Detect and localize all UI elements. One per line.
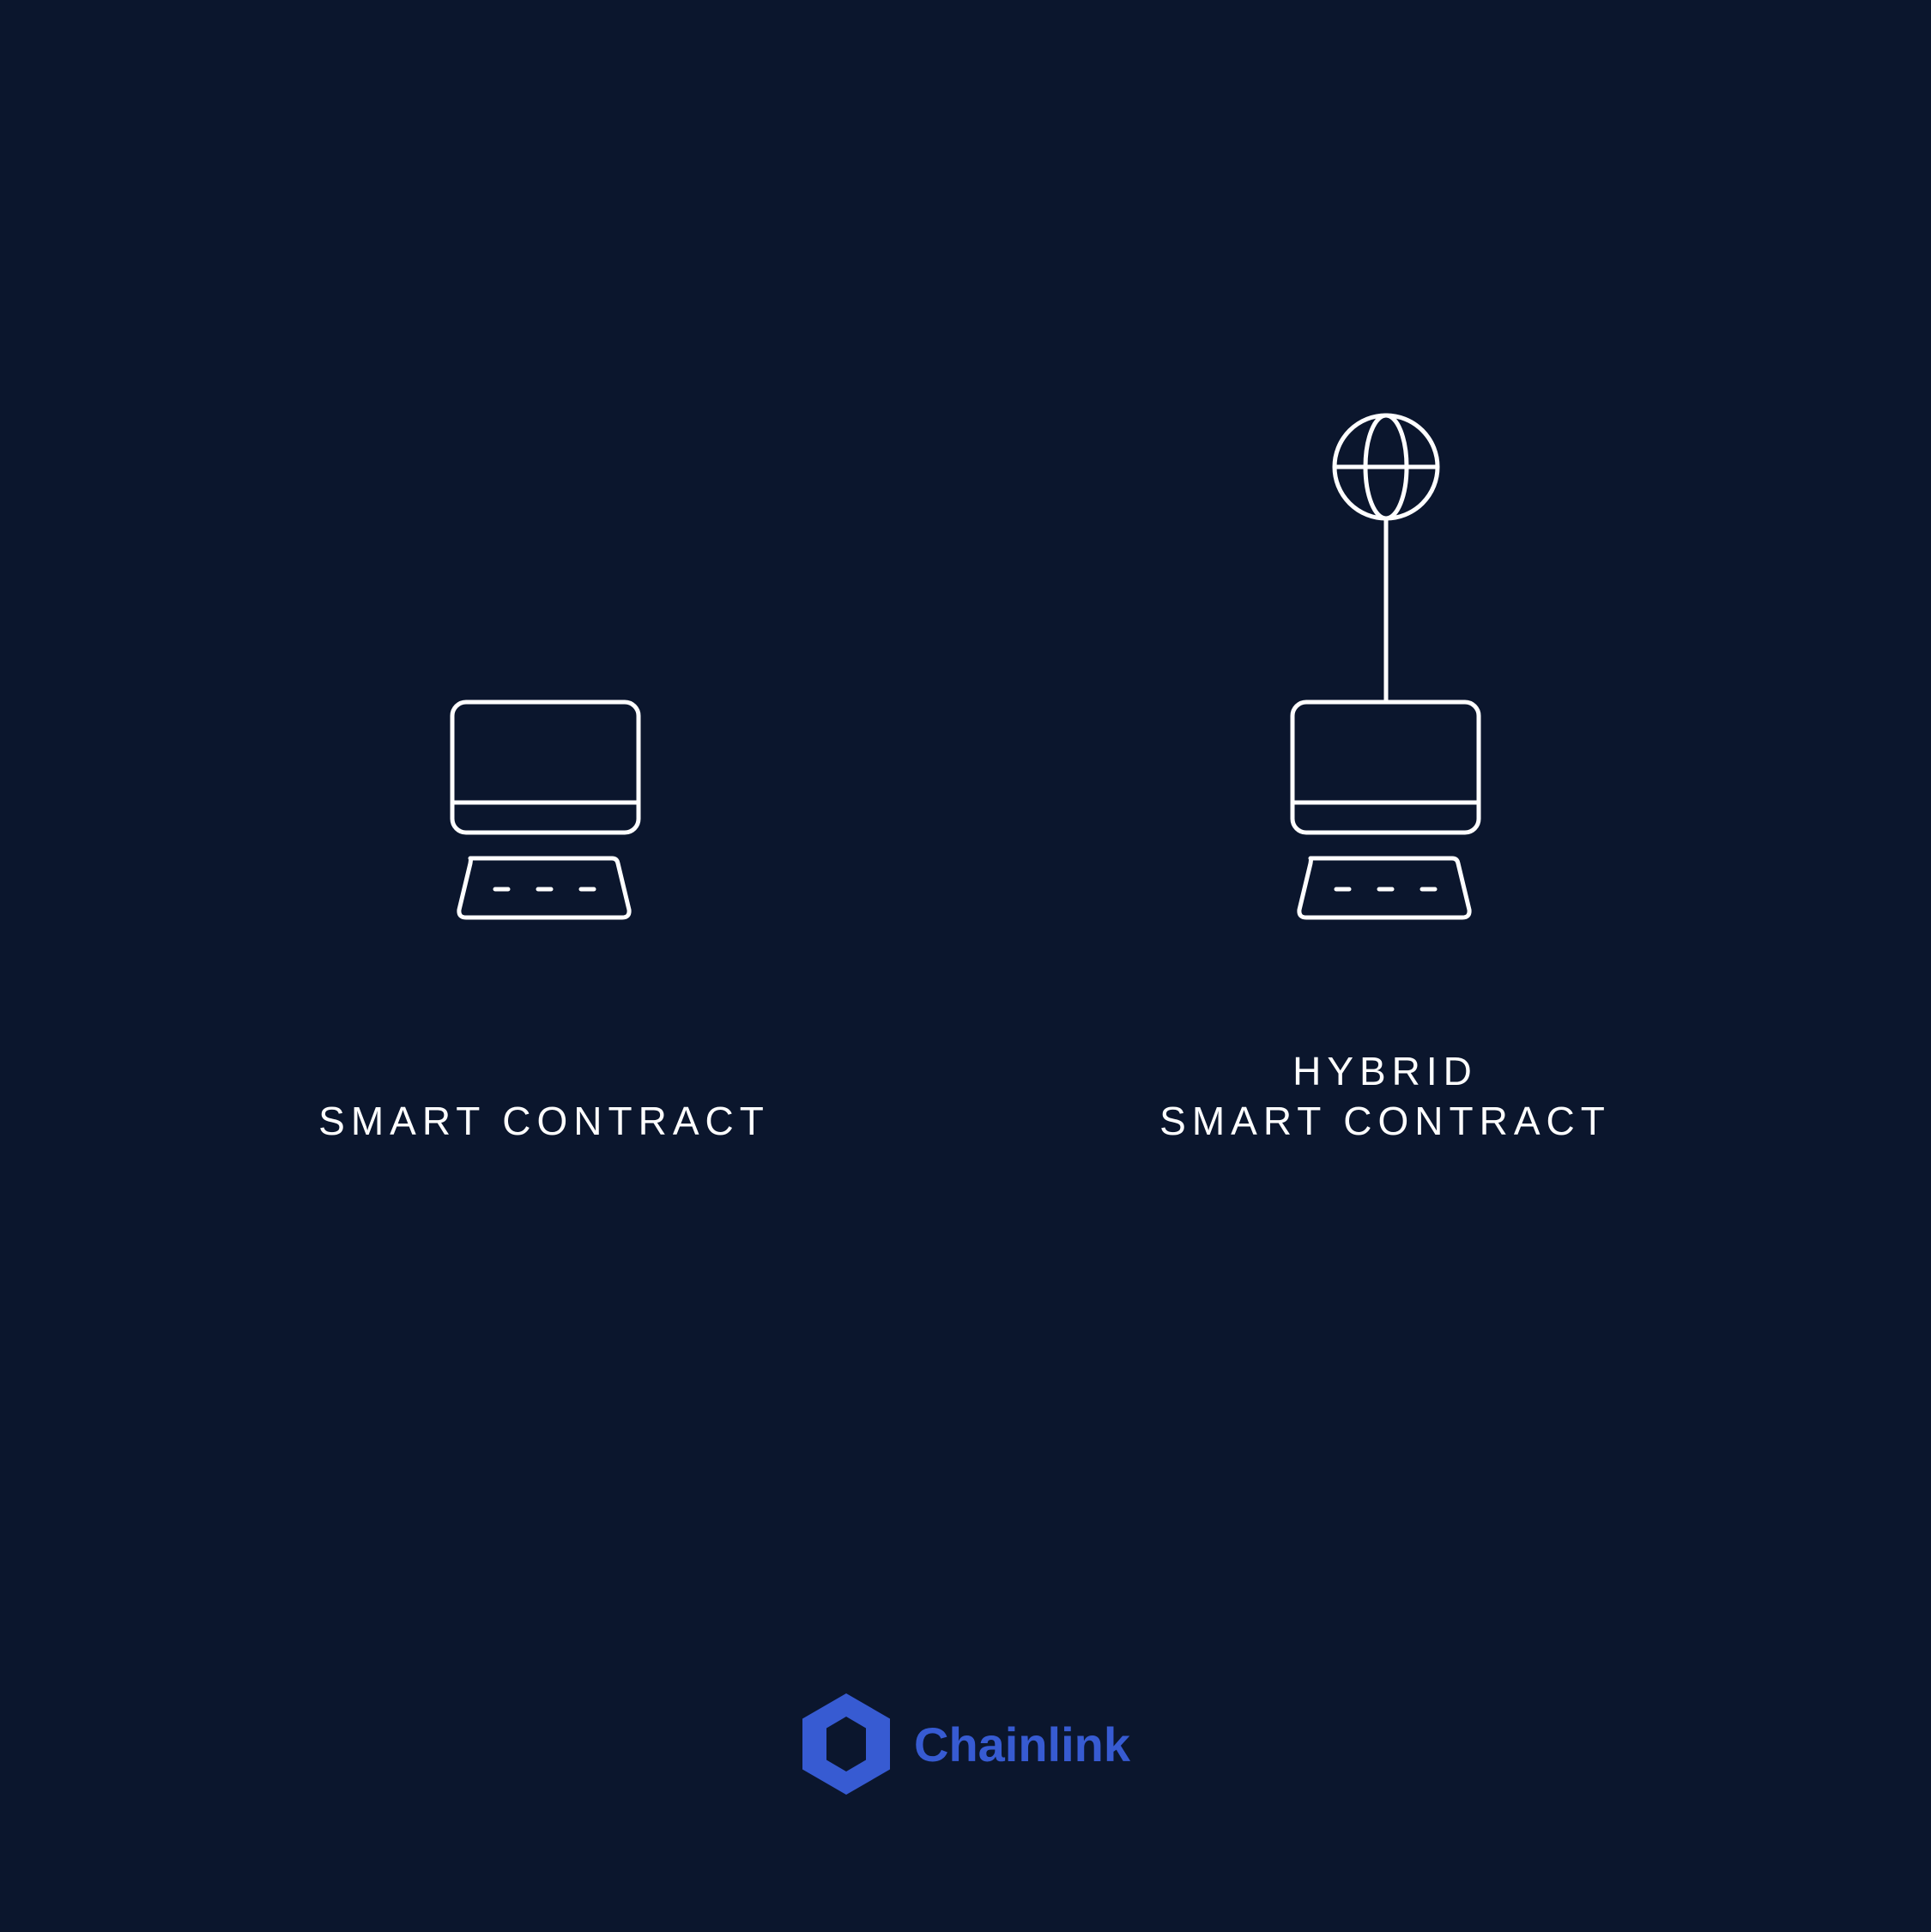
monitor-screen	[1290, 700, 1481, 835]
computer-icon	[1290, 700, 1481, 920]
globe-icon	[1332, 413, 1440, 521]
chainlink-logo: Chainlink	[802, 1693, 1130, 1795]
keyboard	[1297, 856, 1472, 920]
keyboard	[457, 856, 632, 920]
hybrid-smart-contract-label: HYBRID SMART CONTRACT	[1159, 1046, 1611, 1146]
computer-icon	[450, 700, 641, 920]
hybrid-label-line2: SMART CONTRACT	[1159, 1099, 1611, 1143]
brand-name: Chainlink	[914, 1717, 1131, 1772]
chainlink-hexagon-icon	[802, 1693, 890, 1795]
smart-contract-label: SMART CONTRACT	[318, 1099, 770, 1143]
monitor-screen	[450, 700, 641, 835]
hybrid-label-line1: HYBRID	[1292, 1049, 1478, 1093]
